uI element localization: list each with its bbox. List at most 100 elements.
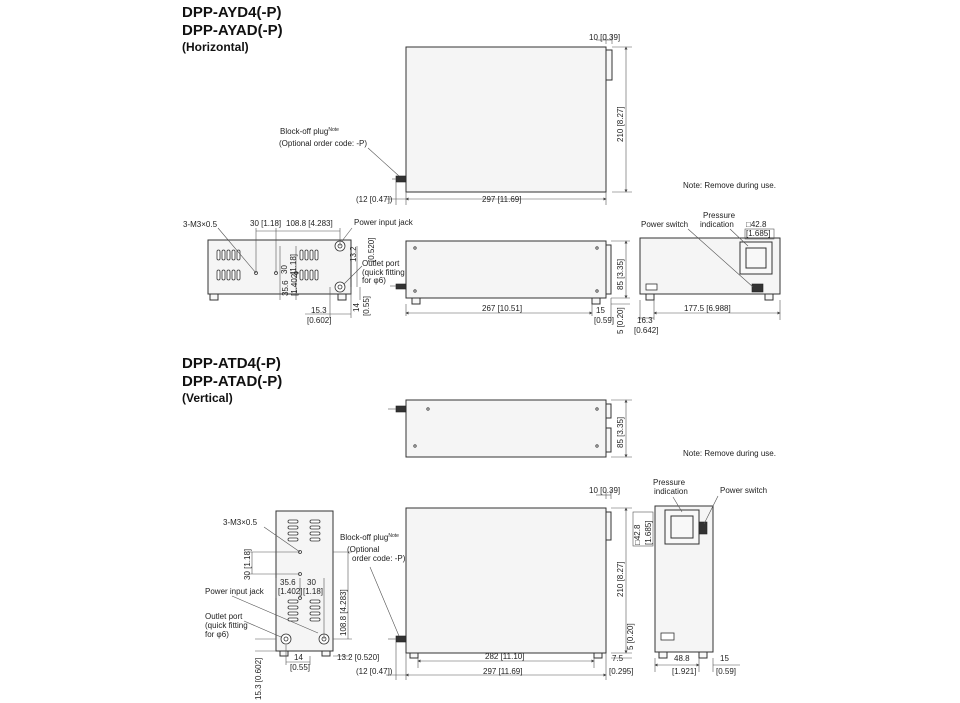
vfront-dim-10: 10 [0.39] [589,486,620,495]
vside-dim-48-8: 48.8 [674,654,690,663]
dim-1-402: [1.402] [290,272,299,296]
dim-85: 85 [3.35] [616,259,625,290]
quick-fit-2: for φ6) [362,276,386,285]
horizontal-side-view: 267 [10.51] 85 [3.35] 15 [0.59] 5 [0.20] [390,240,630,334]
vleft-power-input-label: Power input jack [205,587,265,596]
vleft-dim-0-55: [0.55] [290,663,310,672]
dim-30: 30 [1.18] [250,219,281,228]
dim-35-6: 35.6 [281,280,290,296]
outlet-port-label: Outlet port [362,259,400,268]
dim-10: 10 [0.39] [589,33,620,42]
vside-dim-1-921: [1.921] [672,667,696,676]
dim-177-5: 177.5 [6.988] [684,304,731,313]
dim-297: 297 [11.69] [482,195,521,204]
vside-switch-shape [698,521,708,535]
vside-dim-0-59: [0.59] [716,667,736,676]
dim-42-8: □42.8 [746,220,767,229]
vleft-dim-15-3: 15.3 [0.602] [254,658,263,700]
vertical-orientation: (Vertical) [182,391,233,405]
vtop-dim-85: 85 [3.35] [616,417,625,448]
screw-label: 3-M3×0.5 [183,220,218,229]
horizontal-left-view: 3-M3×0.5 30 [1.18] 108.8 [4.283] Power i… [183,218,414,325]
vfront-dim-210: 210 [8.27] [616,561,625,597]
vside-dim-1-685: [1.685] [644,521,653,545]
vleft-dim-13-2: 13.2 [0.520] [337,653,379,662]
dim-16-3: 16.3 [637,316,653,325]
horizontal-title-1: DPP-AYD4(-P) [182,4,281,21]
power-switch-label: Power switch [641,220,688,229]
vside-dim-42-8: □42.8 [633,524,642,545]
vleft-body [275,510,334,652]
power-input-label: Power input jack [354,218,414,227]
dim-210: 210 [8.27] [616,106,625,142]
quick-fit-1: (quick fitting [362,268,405,277]
vside-pressure-2: indication [654,487,688,496]
vent-slots-left [216,249,241,281]
vfront-dim-5: 5 [0.20] [626,623,635,650]
vleft-dim-14: 14 [294,653,303,662]
dim-15-3: 15.3 [311,306,327,315]
vfront-plug-label: Block-off plugNote [340,533,399,542]
dim-0-55: [0.55] [362,296,371,316]
top-view-body [405,46,607,193]
dim-12-plug: (12 [0.47]) [356,195,393,204]
vertical-side-view: Pressure indication Power switch □42.8 [… [632,478,767,676]
dim-0-520: [0.520] [367,238,376,262]
pressure-label-1: Pressure [703,211,736,220]
dim-13-2: 13.2 [349,246,358,262]
dim-0-602: [0.602] [307,316,331,325]
vfront-body [405,507,607,654]
vfront-optional-1: (Optional [347,545,380,554]
vfront-dim-12: (12 [0.47]) [356,667,393,676]
dim-30-v: 30 [280,265,289,274]
vside-dim-15: 15 [720,654,729,663]
vleft-quick-fit-2: for φ6) [205,630,229,639]
vleft-screw-label: 3-M3×0.5 [223,518,258,527]
vertical-left-view: 3-M3×0.5 30 [1.18] 35.6 [1.402] 30 [1.18… [205,510,379,700]
vside-power-switch-label: Power switch [720,486,767,495]
vfront-dim-297: 297 [11.69] [483,667,522,676]
top-view-tab [605,49,613,81]
vleft-dim-108-8: 108.8 [4.283] [339,589,348,636]
vleft-dim-1-18: [1.18] [303,587,323,596]
horizontal-note: Note: Remove during use. [683,181,776,190]
dim-5: 5 [0.20] [616,307,625,334]
vleft-dim-1-402: [1.402] [278,587,302,596]
block-off-plug-label: Block-off plugNote [280,127,339,136]
dim-14: 14 [352,303,361,312]
horizontal-orientation: (Horizontal) [182,40,249,54]
vfront-dim-0-295: [0.295] [609,667,633,676]
vertical-title-2: DPP-ATAD(-P) [182,373,282,390]
vleft-outlet-label: Outlet port [205,612,243,621]
horizontal-title-2: DPP-AYAD(-P) [182,22,283,39]
vertical-top-view: 85 [3.35] [388,399,632,458]
side-view-body [405,240,607,299]
vent-slots-right [299,249,319,281]
vside-pressure-1: Pressure [653,478,686,487]
optional-code-label: (Optional order code: -P) [279,139,367,148]
vertical-title-1: DPP-ATD4(-P) [182,355,281,372]
dim-0-59: [0.59] [594,316,614,325]
vtop-body [405,399,607,458]
pressure-label-2: indication [700,220,734,229]
dim-15: 15 [596,306,605,315]
dim-267: 267 [10.51] [482,304,522,313]
vleft-dim-35-6: 35.6 [280,578,296,587]
vfront-dim-282: 282 [11.10] [485,652,524,661]
vertical-front-view: 10 [0.39] Block-off plugNote (Optional o… [340,486,635,680]
vleft-dim-30b: 30 [307,578,316,587]
pressure-indication-shape [739,241,773,275]
power-switch-shape [751,283,764,293]
horizontal-top-view: 10 [0.39] 210 [8.27] (12 [0.47]) 297 [11… [279,33,632,205]
vfront-optional-2: order code: -P) [352,554,406,563]
vertical-note: Note: Remove during use. [683,449,776,458]
left-view-body [207,239,352,295]
dim-1-685: [1.685] [746,229,770,238]
dim-0-642: [0.642] [634,326,658,335]
vleft-quick-fit-1: (quick fitting [205,621,248,630]
dim-108: 108.8 [4.283] [286,219,333,228]
vfront-dim-7-5: 7.5 [612,654,624,663]
vleft-dim-30: 30 [1.18] [243,549,252,580]
vleft-vent-slots [287,519,321,622]
